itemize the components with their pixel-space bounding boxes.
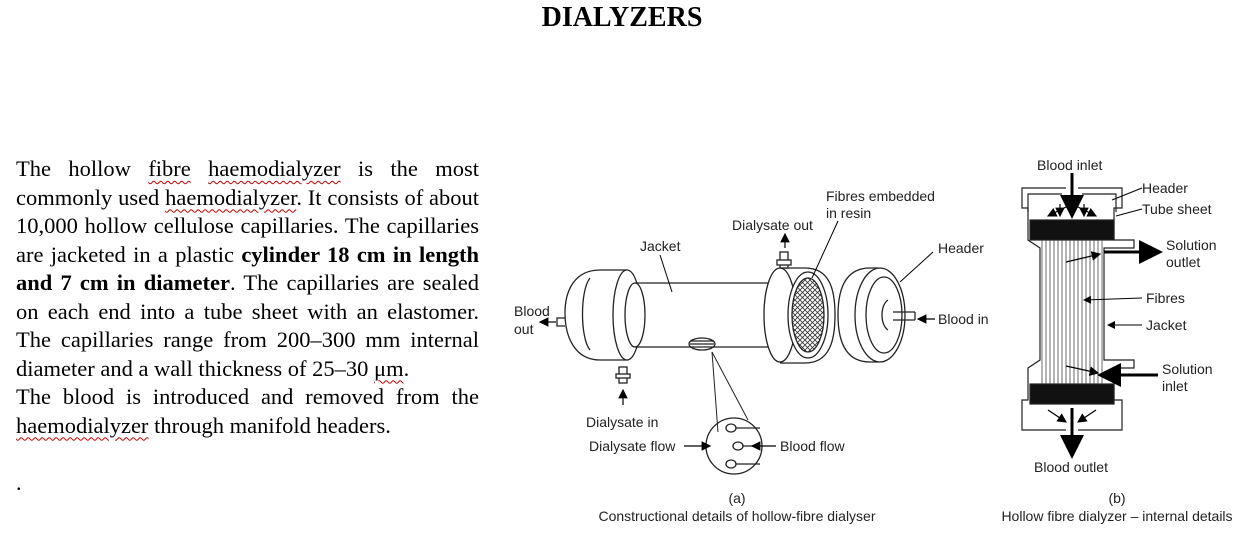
label-dialysate-in: Dialysate in	[586, 414, 658, 430]
label-fibres: Fibres	[1146, 290, 1185, 306]
label-dialysate-flow: Dialysate flow	[589, 438, 676, 454]
label-blood-out: Blood	[514, 303, 550, 319]
figure-a-label: (a)	[728, 490, 745, 506]
label-solution-outlet: Solution	[1166, 237, 1217, 253]
label-in-resin: in resin	[826, 205, 871, 221]
label-tube-sheet: Tube sheet	[1142, 201, 1212, 217]
label-blood-flow: Blood flow	[780, 438, 845, 454]
label-blood-inlet: Blood inlet	[1037, 157, 1102, 173]
label-blood-out-2: out	[514, 321, 534, 337]
figure-a-labels: Blood out Jacket Dialysate out Fibres em…	[514, 188, 989, 524]
figure-b-caption: Hollow fibre dialyzer – internal details	[1001, 508, 1232, 524]
label-solution-outlet-2: outlet	[1166, 254, 1200, 270]
figure-a-caption: Constructional details of hollow-fibre d…	[598, 508, 875, 524]
label-jacket-b: Jacket	[1146, 317, 1187, 333]
label-blood-in: Blood in	[938, 311, 989, 327]
body-text: The hollow fibre haemodialyzer is the mo…	[16, 155, 479, 440]
figure-b-label: (b)	[1108, 490, 1125, 506]
paragraph-1: The hollow fibre haemodialyzer is the mo…	[16, 156, 480, 381]
label-dialysate-out: Dialysate out	[732, 217, 813, 233]
label-fibres-embedded: Fibres embedded	[826, 188, 935, 204]
paragraph-2: The blood is introduced and removed from…	[16, 384, 479, 438]
label-header-b: Header	[1142, 180, 1188, 196]
label-solution-inlet: Solution	[1162, 361, 1213, 377]
bold-dimensions: cylinder 18 cm in length and 7 cm in dia…	[16, 241, 479, 296]
label-blood-outlet: Blood outlet	[1034, 459, 1108, 475]
trailing-dot: .	[16, 470, 22, 495]
page-title: DIALYZERS	[541, 2, 703, 33]
label-solution-inlet-2: inlet	[1162, 378, 1188, 394]
label-jacket: Jacket	[640, 238, 681, 254]
label-header: Header	[938, 240, 984, 256]
figure-b-labels: Blood inlet Header Tube sheet Solution o…	[1001, 157, 1232, 524]
figure-a-hollow-fibre-dialyser	[556, 251, 916, 475]
figure-b-internal-details	[1021, 187, 1135, 431]
